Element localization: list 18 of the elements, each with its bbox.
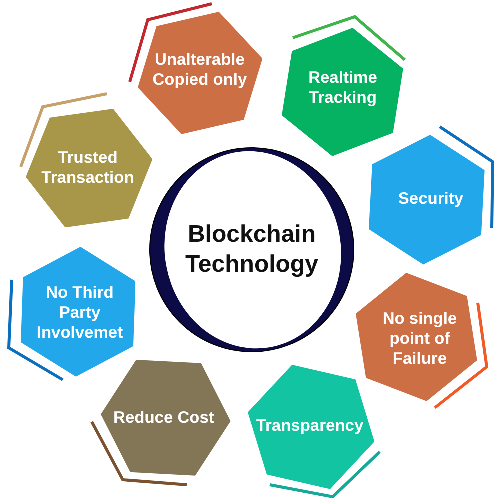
hexagon — [138, 12, 262, 134]
feature-label: Reduce Cost — [114, 408, 214, 428]
hexagon — [248, 364, 374, 490]
hexagon — [26, 108, 152, 228]
hexagon — [356, 272, 478, 402]
feature-label: Trusted Transaction — [40, 148, 136, 188]
hexagon — [282, 28, 404, 156]
hexagon — [20, 247, 136, 377]
center-circle — [149, 147, 355, 353]
feature-label: Unalterable Copied only — [152, 50, 248, 90]
feature-label: Transparency — [256, 416, 364, 436]
feature-label: No single point of Failure — [382, 308, 458, 369]
feature-label: Security — [398, 188, 464, 209]
feature-label: Realtime Tracking — [308, 68, 378, 108]
feature-label: No Third Party Involvemet — [36, 282, 124, 343]
title-label: Blockchain Technology — [184, 220, 320, 280]
hexagon — [369, 135, 485, 265]
hexagon — [101, 360, 231, 476]
